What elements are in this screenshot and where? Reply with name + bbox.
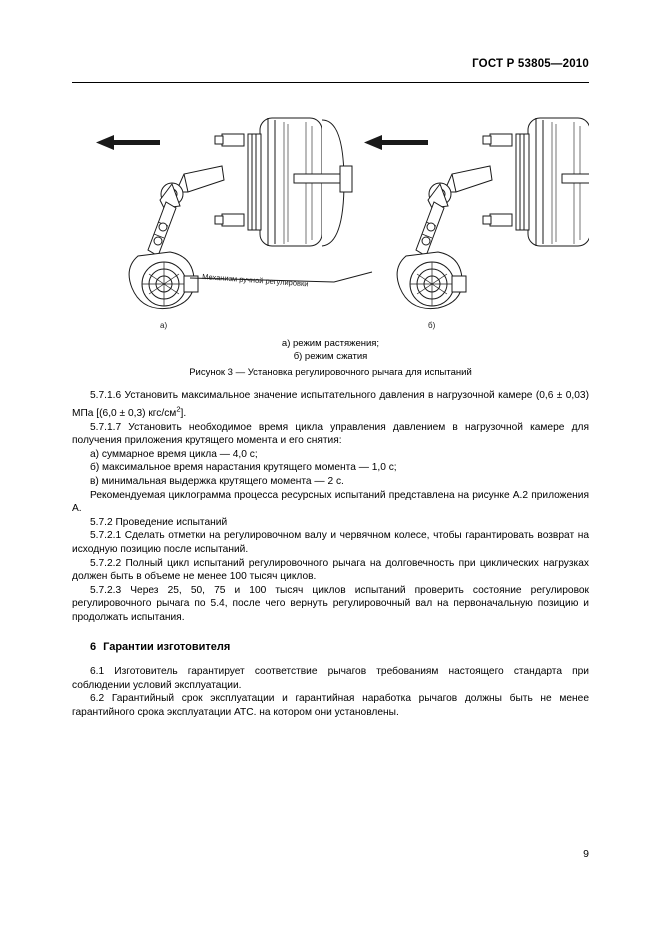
page-number: 9 <box>583 848 589 860</box>
paragraph-5-7-1-6-text: 5.7.1.6 Установить максимальное значение… <box>72 390 589 419</box>
paragraph-item-v: в) минимальная выдержка крутящего момент… <box>90 475 344 487</box>
paragraph-item-a: а) суммарное время цикла — 4,0 с; <box>90 448 258 460</box>
page-header-standard-number: ГОСТ Р 53805—2010 <box>472 58 589 70</box>
paragraph-5-7-1-7: 5.7.1.7 Установить необходимое время цик… <box>72 421 589 447</box>
figure-legend-line-a: а) режим растяжения; <box>281 338 380 349</box>
figure-3-illustration: а) <box>72 96 589 336</box>
mechanism-label-text: Механизм ручной регулировки <box>202 272 309 288</box>
paragraph-recommendation: Рекомендуемая циклограмма процесса ресур… <box>72 489 589 515</box>
section-6-heading: 6 Гарантии изготовителя <box>72 641 589 655</box>
paragraph-5-7-2-3: 5.7.2.3 Через 25, 50, 75 и 100 тысяч цик… <box>72 584 589 623</box>
header-divider <box>72 82 589 83</box>
paragraph-6-1: 6.1 Изготовитель гарантирует соответстви… <box>72 666 589 691</box>
paragraph-5-7-2-1: 5.7.2.1 Сделать отметки на регулировочно… <box>72 530 589 555</box>
paragraph-6-2: 6.2 Гарантийный срок эксплуатации и гара… <box>72 693 589 718</box>
section-6-title: Гарантии изготовителя <box>103 641 231 654</box>
paragraph-item-b: б) максимальное время нарастания крутяще… <box>90 462 397 474</box>
figure-legend-line-b: б) режим сжатия <box>293 350 368 362</box>
paragraph-5-7-2-2: 5.7.2.2 Полный цикл испытаний регулирово… <box>72 557 589 583</box>
figure-legend: а) режим растяжения; б) режим сжатия <box>0 338 661 363</box>
paragraph-5-7-1-6: 5.7.1.6 Установить максимальное значение… <box>72 389 589 421</box>
section-6-number: 6 <box>90 641 97 654</box>
body-text: 5.7.1.6 Установить максимальное значение… <box>72 389 589 719</box>
figure-caption: Рисунок 3 — Установка регулировочного ры… <box>189 367 472 378</box>
svg-text:а): а) <box>160 321 167 330</box>
paragraph-5-7-2: 5.7.2 Проведение испытаний <box>90 516 228 528</box>
svg-text:б): б) <box>428 321 436 330</box>
